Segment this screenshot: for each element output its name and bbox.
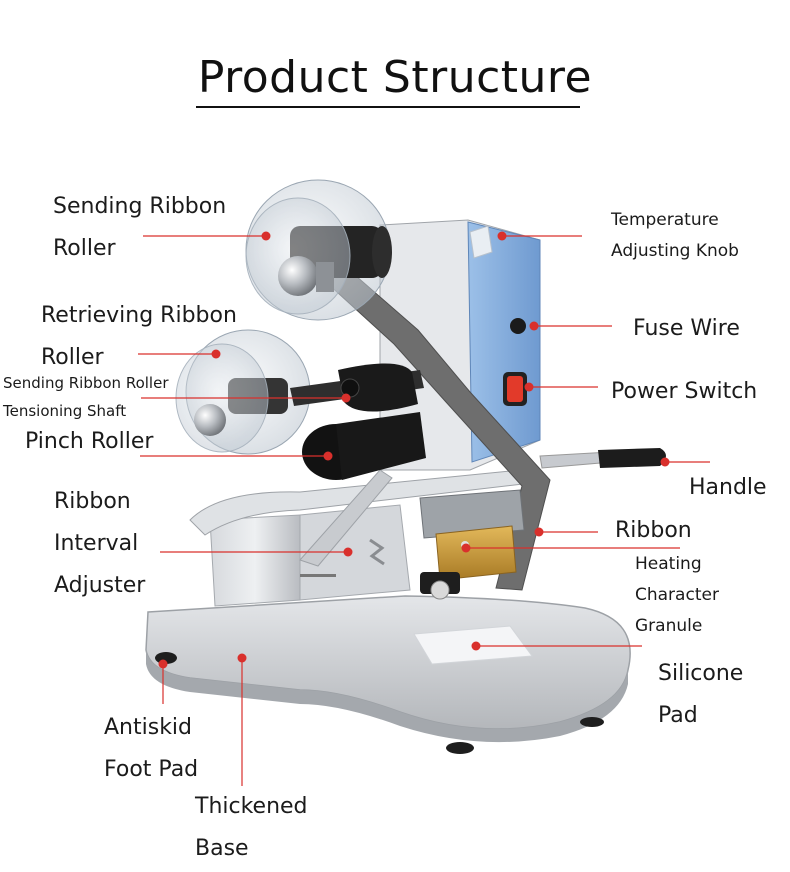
label-silicone-pad: Silicone Pad [658, 661, 744, 728]
label-tensioning-shaft: Sending Ribbon Roller Tensioning Shaft [3, 374, 169, 420]
page-title: Product Structure [197, 52, 593, 103]
label-ribbon: Ribbon [615, 518, 692, 543]
heating-character-block [435, 525, 517, 581]
label-handle: Handle [689, 475, 767, 500]
title-underline [196, 106, 580, 108]
label-thickened-base: Thickened Base [195, 794, 308, 861]
label-retrieving-ribbon-roller: Retrieving Ribbon Roller [41, 303, 237, 370]
label-fuse-wire: Fuse Wire [633, 316, 740, 341]
label-sending-ribbon-roller: Sending Ribbon Roller [53, 194, 227, 261]
label-antiskid-foot-pad: Antiskid Foot Pad [104, 715, 199, 782]
label-ribbon-interval-adjuster: Ribbon Interval Adjuster [54, 489, 146, 598]
label-temperature-adjusting-knob: Temperature Adjusting Knob [611, 210, 739, 261]
handle-grip [598, 448, 666, 468]
label-heating-character-granule: Heating Character Granule [635, 554, 719, 636]
label-power-switch: Power Switch [611, 379, 758, 404]
label-pinch-roller: Pinch Roller [25, 429, 154, 454]
